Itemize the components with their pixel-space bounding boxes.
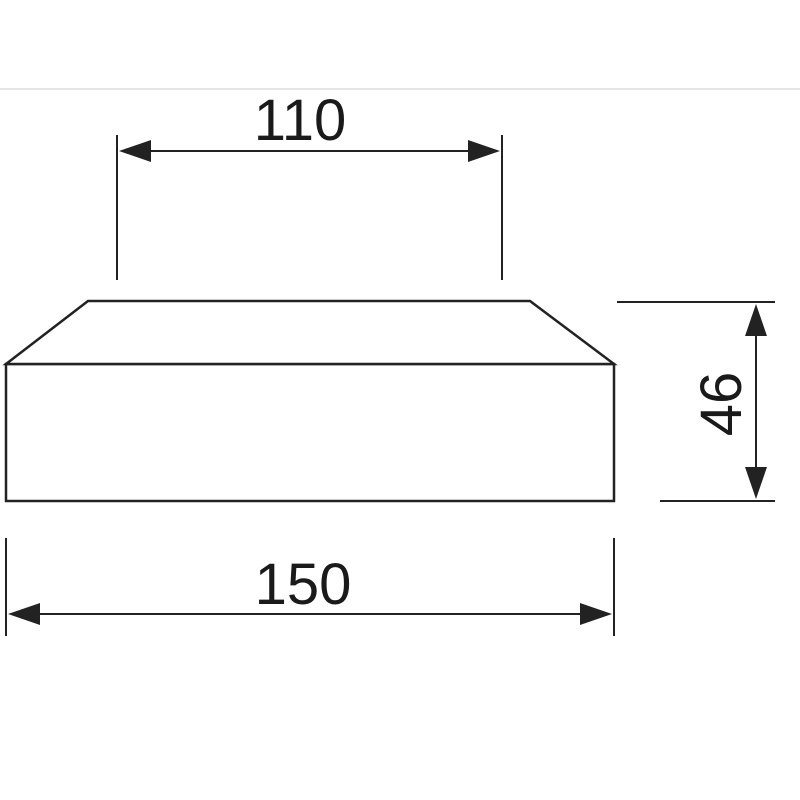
dimension-bottom-width: 150 <box>5 538 615 636</box>
arrowhead-down-icon <box>745 467 767 499</box>
arrowhead-right-icon <box>580 603 612 625</box>
dimension-top-width: 110 <box>116 88 503 280</box>
dimension-label-top: 110 <box>254 88 346 153</box>
dimension-height: 46 <box>617 301 775 502</box>
base-rectangle <box>4 362 616 503</box>
arrowhead-up-icon <box>745 304 767 336</box>
dimension-label-bottom: 150 <box>255 552 352 617</box>
dimension-label-height: 46 <box>689 372 754 437</box>
part-outline <box>2 299 618 503</box>
chamfered-top <box>2 299 618 366</box>
arrowhead-right-icon <box>468 140 500 162</box>
arrowhead-left-icon <box>119 140 151 162</box>
arrowhead-left-icon <box>8 603 40 625</box>
